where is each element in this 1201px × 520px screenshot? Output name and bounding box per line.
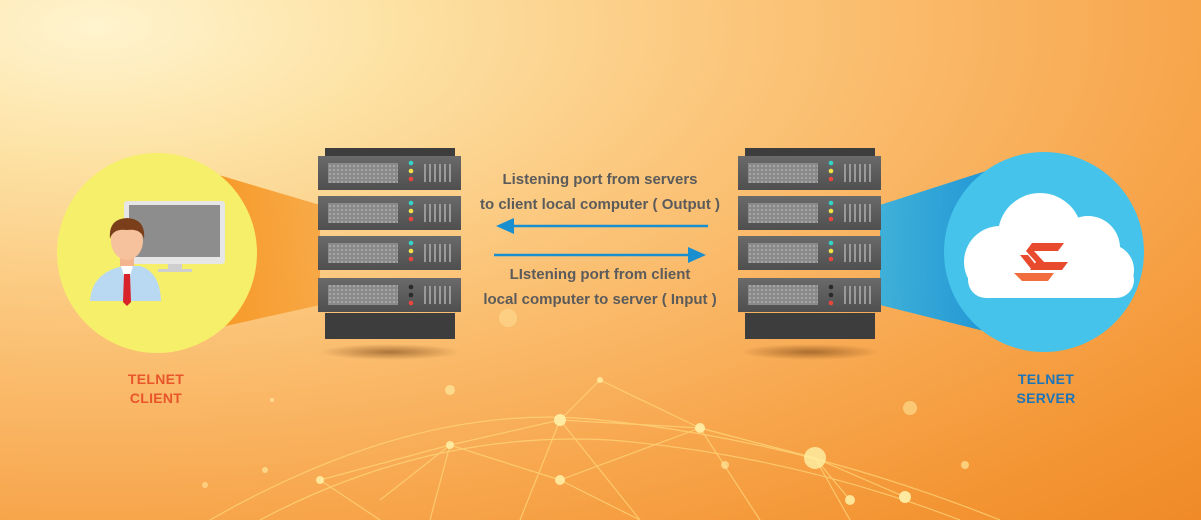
server-label-line2: SERVER: [1016, 390, 1076, 406]
server-label-line1: TELNET: [1017, 371, 1075, 387]
output-arrow: [496, 218, 708, 234]
input-caption-line2: local computer to server ( Input ): [483, 291, 717, 308]
client-label-line1: TELNET: [127, 371, 185, 387]
server-label: TELNET SERVER: [986, 370, 1106, 408]
output-caption-line2: to client local computer ( Output ): [480, 196, 720, 213]
input-caption: LIstening port from client local compute…: [460, 262, 740, 312]
cloud-logo-icon: [964, 193, 1134, 298]
input-caption-line1: LIstening port from client: [509, 266, 691, 283]
output-caption: Listening port from servers to client lo…: [460, 167, 740, 217]
client-label: TELNET CLIENT: [96, 370, 216, 408]
input-arrow: [494, 247, 706, 263]
network-nodes: [202, 309, 969, 505]
client-label-line2: CLIENT: [129, 390, 183, 406]
network-globe: [209, 379, 1001, 520]
server-rack-right-icon: [738, 148, 881, 360]
output-caption-line1: Listening port from servers: [502, 171, 698, 188]
user-at-computer-icon: [90, 201, 225, 306]
server-rack-left-icon: [318, 148, 461, 360]
